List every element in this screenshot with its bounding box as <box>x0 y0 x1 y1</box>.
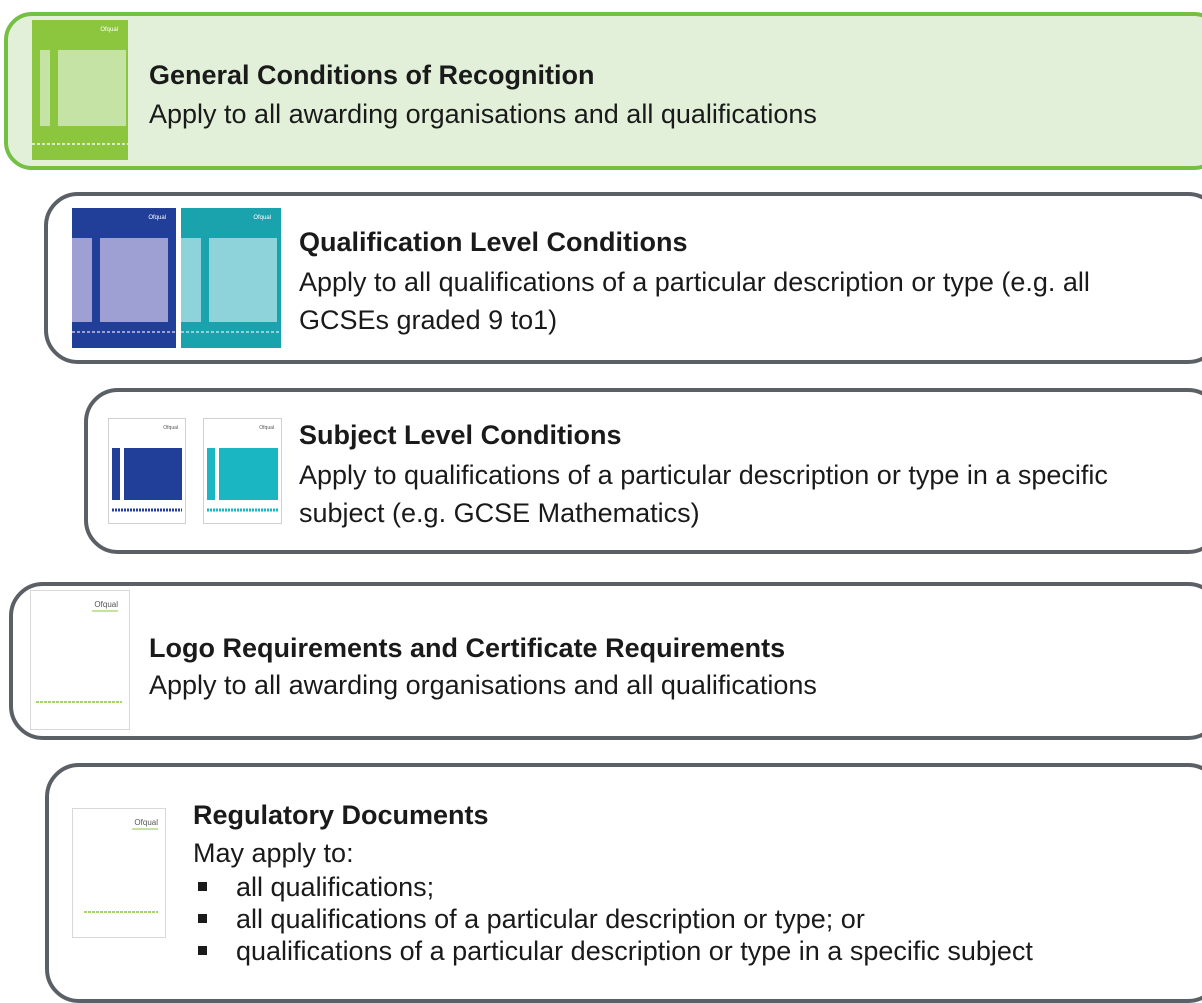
qualification-cover-blue: Ofqual <box>72 208 176 348</box>
regulatory-documents-intro: May apply to: <box>193 838 354 868</box>
subject-level-title: Subject Level Conditions <box>299 420 622 450</box>
brand-label: Ofqual <box>259 425 274 431</box>
bullet-square-icon <box>198 946 207 955</box>
regulatory-documents-cover: Ofqual <box>72 808 166 938</box>
brand-label: Ofqual <box>148 215 166 221</box>
qualification-level-description: Apply to all qualifications of a particu… <box>299 267 1090 335</box>
qualification-cover-teal: Ofqual <box>181 208 281 348</box>
brand-label: Ofqual <box>134 818 158 827</box>
list-item: qualifications of a particular descripti… <box>198 935 1033 967</box>
regulatory-documents-list: all qualifications; all qualifications o… <box>198 871 1033 967</box>
brand-label: Ofqual <box>94 600 118 609</box>
brand-label: Ofqual <box>100 27 118 33</box>
subject-cover-blue: Ofqual <box>108 418 186 524</box>
logo-requirements-title: Logo Requirements and Certificate Requir… <box>149 633 786 663</box>
bullet-square-icon <box>198 882 207 891</box>
general-conditions-box <box>4 12 1202 170</box>
qualification-level-title: Qualification Level Conditions <box>299 227 688 257</box>
subject-cover-teal: Ofqual <box>203 418 282 524</box>
list-item: all qualifications of a particular descr… <box>198 903 1033 935</box>
logo-requirements-box <box>9 582 1202 740</box>
list-item: all qualifications; <box>198 871 1033 903</box>
regulatory-documents-box <box>45 763 1202 1003</box>
logo-requirements-description: Apply to all awarding organisations and … <box>149 670 817 700</box>
general-conditions-title: General Conditions of Recognition <box>149 60 595 90</box>
general-conditions-cover: Ofqual <box>32 20 128 160</box>
general-conditions-description: Apply to all awarding organisations and … <box>149 99 817 129</box>
bullet-square-icon <box>198 914 207 923</box>
logo-requirements-cover: Ofqual <box>30 590 130 730</box>
subject-level-description: Apply to qualifications of a particular … <box>299 460 1108 528</box>
brand-label: Ofqual <box>163 425 178 431</box>
brand-label: Ofqual <box>253 215 271 221</box>
regulatory-documents-title: Regulatory Documents <box>193 800 489 830</box>
